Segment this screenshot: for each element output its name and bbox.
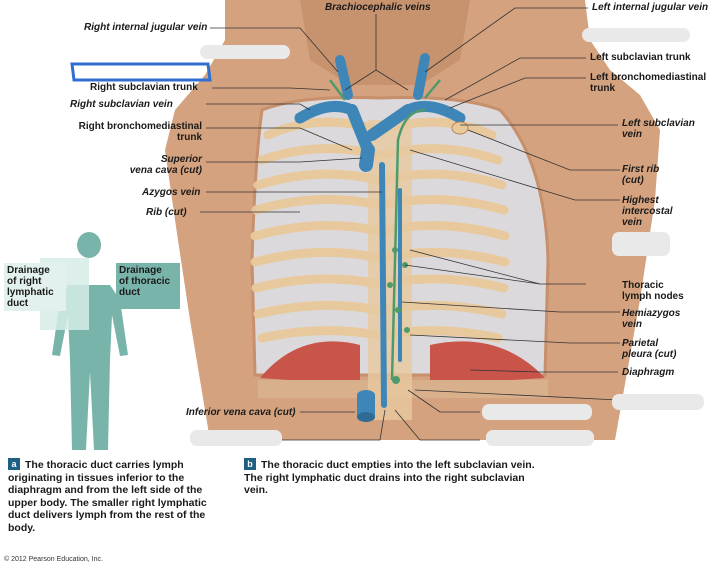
blank-label-6: [486, 430, 594, 446]
drainage-thoracic-box: Drainage of thoracic duct: [116, 263, 180, 309]
drainage-right-line2: of right: [7, 276, 42, 287]
label-first-rib-line2: (cut): [622, 175, 644, 186]
label-first-rib-line1: First rib: [622, 164, 660, 175]
label-right-subclavian-vein: Right subclavian vein: [70, 99, 173, 110]
label-left-bronch-line1: Left bronchomediastinal: [590, 72, 707, 83]
label-thoracic-ln-line2: lymph nodes: [622, 291, 684, 302]
label-azygos: Azygos vein: [142, 187, 201, 198]
blank-label-1: [200, 45, 290, 59]
label-left-subclavian-line2: vein: [622, 129, 643, 140]
label-hemiazygos-line1: Hemiazygos: [622, 308, 681, 319]
label-diaphragm: Diaphragm: [622, 367, 675, 378]
label-left-internal-jugular: Left internal jugular vein: [592, 2, 709, 13]
label-left-bronch-line2: trunk: [590, 83, 615, 94]
thoracic-lymph-nodes: [387, 247, 410, 384]
drainage-thoracic-line1: Drainage: [119, 265, 162, 276]
drainage-right-line1: Drainage: [7, 265, 50, 276]
label-highest-line1: Highest: [622, 195, 659, 206]
label-left-subclavian-line1: Left subclavian: [622, 118, 695, 129]
blank-label-5: [482, 404, 592, 420]
vertebral-column: [368, 120, 412, 420]
label-left-subclavian-trunk: Left subclavian trunk: [590, 52, 691, 63]
label-svc-line1: Superior: [160, 154, 202, 165]
label-first-rib: First rib(cut): [622, 164, 659, 186]
label-highest-line3: vein: [622, 217, 643, 228]
label-hemiazygos-line2: vein: [622, 319, 643, 330]
label-rib-cut: Rib (cut): [146, 207, 187, 218]
caption-b-badge: b: [244, 458, 256, 470]
blank-label-3: [612, 232, 670, 256]
label-parietal-line2: pleura (cut): [622, 349, 677, 360]
drainage-right-line3: lymphatic: [7, 287, 54, 298]
drainage-thoracic-line2: of thoracic: [119, 276, 171, 287]
label-thoracic-ln-line1: Thoracic: [622, 280, 664, 291]
label-highest-line2: intercostal: [622, 206, 673, 217]
lymphatics: [329, 79, 441, 381]
label-right-internal-jugular: Right internal jugular vein: [84, 22, 208, 33]
label-right-bronch-line2: trunk: [177, 132, 202, 143]
drainage-thoracic-line3: duct: [119, 287, 141, 298]
blank-label-2: [582, 28, 690, 42]
leader-lines: [200, 7, 620, 441]
diaphragm: [260, 341, 360, 385]
label-parietal-line1: Parietal: [622, 338, 659, 349]
highlight-scribble: [70, 62, 212, 82]
drainage-right-line4: duct: [7, 298, 29, 309]
label-right-subclavian-trunk: Right subclavian trunk: [90, 82, 198, 93]
label-svc-line2: vena cava (cut): [129, 165, 202, 176]
blank-label-4: [612, 394, 704, 410]
label-inferior-vena-cava: Inferior vena cava (cut): [186, 407, 296, 418]
copyright: © 2012 Pearson Education, Inc.: [4, 556, 103, 563]
drainage-right-box: Drainage of right lymphatic duct: [4, 263, 66, 311]
caption-a-badge: a: [8, 458, 20, 470]
label-right-bronch-line1: Right bronchomediastinal: [78, 121, 202, 132]
caption-a-text: The thoracic duct carries lymph originat…: [8, 459, 207, 534]
blank-label-7: [190, 430, 282, 446]
caption-b-text: The thoracic duct empties into the left …: [244, 459, 535, 496]
label-brachiocephalic: Brachiocephalic veins: [325, 2, 431, 13]
